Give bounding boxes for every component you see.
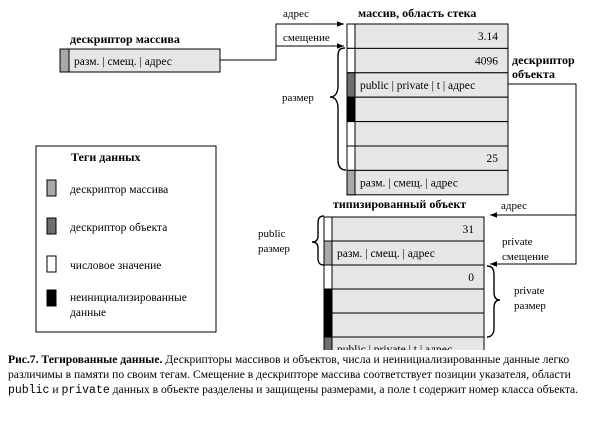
legend-swatch [46, 289, 57, 307]
caption-text-1: Дескрипторы массивов и объектов, числа и… [8, 353, 571, 381]
stack-cell [346, 96, 509, 123]
object-address-label: адрес [501, 200, 527, 212]
stack-cell-value: 3.14 [478, 31, 498, 43]
stack-cell-value: разм. | смещ. | адрес [360, 178, 458, 190]
object-descriptor-label-2: объекта [512, 67, 555, 81]
private-size-label-2: размер [514, 300, 546, 312]
legend-swatch [46, 255, 57, 273]
public-size-label-2: размер [258, 243, 290, 255]
typed-object: 31 разм. | смещ. | адрес 0 public | private… [323, 216, 485, 350]
stack-cell [346, 23, 509, 49]
object-cell [323, 240, 485, 266]
object-cell [323, 264, 485, 290]
stack-array-title: массив, область стека [358, 6, 476, 20]
offset-arrow [220, 43, 344, 61]
caption-code-public: public [8, 384, 50, 397]
object-descriptor-label-1: дескриптор [512, 53, 575, 67]
legend-box [35, 145, 217, 333]
private-size-label-1: private [514, 285, 545, 297]
figure-caption: Рис.7. Тегированные данные. Дескрипторы … [8, 352, 608, 398]
public-size-brace [311, 215, 325, 266]
object-cell-tag [323, 216, 333, 242]
object-cell-value: разм. | смещ. | адрес [337, 248, 435, 260]
legend-swatch [46, 179, 57, 197]
stack-cell-value: 4096 [475, 56, 498, 68]
object-cell-tag [323, 336, 333, 350]
caption-title: Рис.7. Тегированные данные. [8, 353, 163, 366]
legend: дескриптор массива дескриптор объекта числ… [46, 179, 187, 319]
stack-cell-tag [346, 145, 356, 171]
stack-cell-tag [346, 121, 356, 147]
object-cell-value: 0 [468, 272, 474, 284]
stack-cell-tag [346, 47, 356, 74]
stack-address-label: адрес [283, 8, 309, 20]
stack-cell-tag [346, 72, 356, 98]
legend-label: числовое значение [70, 260, 161, 272]
object-cell-tag [323, 288, 333, 314]
object-private-label-2: смещение [502, 251, 549, 263]
object-private-label-1: private [502, 236, 533, 248]
stack-size-brace [329, 47, 347, 171]
object-cell [323, 312, 485, 338]
stack-offset-label: смещение [283, 32, 330, 44]
legend-swatch [46, 217, 57, 235]
array-descriptor-tag [59, 48, 70, 73]
object-cell [323, 216, 485, 242]
typed-object-title: типизированный объект [333, 197, 466, 211]
stack-cell [346, 72, 509, 98]
object-address-arrow [490, 83, 577, 218]
object-cell-value: public | private | t | адрес [337, 344, 452, 350]
stack-cell-tag [346, 23, 356, 49]
object-cell-value: 31 [463, 224, 475, 236]
caption-code-private: private [61, 384, 110, 397]
array-descriptor-content: разм. | смещ. | адрес [74, 56, 172, 68]
legend-label: дескриптор объекта [70, 222, 167, 234]
private-size-brace [486, 265, 501, 338]
legend-label: неинициализированные [70, 292, 187, 304]
legend-label: дескриптор массива [70, 184, 168, 196]
object-cell-tag [323, 264, 333, 290]
array-descriptor-title: дескриптор массива [70, 32, 180, 46]
object-private-arrow [490, 215, 577, 267]
stack-cell-value: public | private | t | адрес [360, 80, 475, 92]
object-cell-tag [323, 240, 333, 266]
public-size-label-1: public [258, 228, 286, 240]
stack-cell [346, 145, 509, 171]
object-cell [323, 288, 485, 314]
tagged-data-diagram: дескриптор массива разм. | смещ. | адрес… [35, 6, 577, 350]
legend-label: данные [70, 307, 106, 319]
stack-cell-tag [346, 169, 356, 196]
stack-cell-tag [346, 96, 356, 123]
stack-size-label: размер [282, 92, 314, 104]
stack-cell-value: 25 [487, 153, 499, 165]
legend-title: Теги данных [71, 150, 141, 164]
stack-cell [346, 121, 509, 147]
caption-text-3: данных в объекте разделены и защищены ра… [109, 383, 579, 396]
caption-text-2: и [49, 383, 62, 396]
object-cell-tag [323, 312, 333, 338]
